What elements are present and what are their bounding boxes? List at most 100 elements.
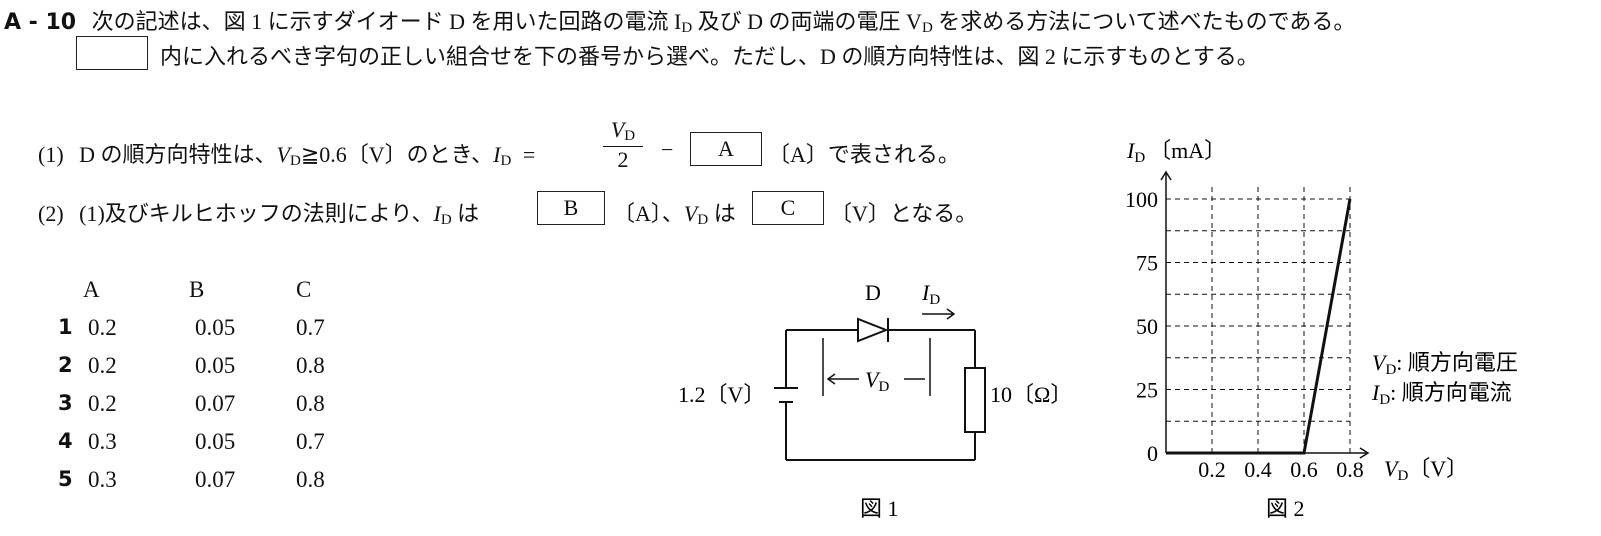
line1-mid: 及び D の両端の電圧 V	[692, 9, 922, 34]
choice-c: 0.7	[296, 429, 325, 454]
x-tick-label: 0.2	[1198, 457, 1226, 482]
current-label: ID	[921, 280, 940, 308]
line1-end: を求める方法について述べたものである。	[932, 9, 1356, 34]
frac-sub: D	[624, 128, 636, 144]
choice-b: 0.05	[195, 353, 236, 378]
figure-2-caption: 図 2	[1266, 496, 1305, 521]
choice-row[interactable]: 4 0.3 0.05 0.7	[0, 429, 420, 461]
box-c: C	[752, 191, 824, 225]
diode-icon	[857, 317, 889, 343]
item-1-tail: 〔A〕で表される。	[768, 142, 960, 167]
item-2-wa1: は	[457, 201, 480, 226]
item-2-wa2: は	[713, 201, 736, 226]
x-axis-label: VD〔V〕	[1384, 456, 1468, 484]
choice-b: 0.07	[195, 391, 236, 416]
item-2-v: V	[683, 201, 698, 226]
choice-row[interactable]: 3 0.2 0.07 0.8	[0, 391, 420, 423]
item-1-cond: ≧0.6〔V〕のとき、	[300, 142, 494, 167]
choice-number: 3	[58, 391, 73, 415]
y-axis-label: ID〔mA〕	[1126, 138, 1226, 166]
chart-axes	[1160, 170, 1370, 459]
answer-blank-box	[76, 36, 148, 70]
box-a: A	[690, 132, 762, 166]
fraction-line	[603, 146, 643, 147]
choice-b: 0.07	[195, 467, 236, 492]
choice-a: 0.2	[88, 391, 117, 416]
characteristic-line	[1166, 198, 1352, 455]
frac-v: V	[610, 117, 625, 142]
choice-number: 2	[58, 353, 73, 377]
resistor-label: 10〔Ω〕	[990, 382, 1060, 407]
y-axis-arrow-icon	[1160, 170, 1172, 181]
figure-1-caption: 図 1	[860, 496, 899, 521]
choices-table: A B C	[0, 272, 420, 512]
choice-a: 0.3	[88, 429, 117, 454]
choice-b: 0.05	[195, 429, 236, 454]
line1-sub2: D	[921, 20, 933, 36]
x-axis-arrow-icon	[1359, 447, 1370, 459]
x-tick-label: 0.6	[1290, 457, 1318, 482]
choice-a: 0.3	[88, 467, 117, 492]
fraction-denominator: 2	[617, 147, 629, 172]
item-1: (1) D の順方向特性は、VD≧0.6〔V〕のとき、ID =	[38, 137, 535, 170]
resistor-icon	[964, 367, 986, 433]
item-1-text: D の順方向特性は、	[79, 142, 277, 167]
item-1-minus: −	[661, 137, 674, 162]
question-line2: 内に入れるべき字句の正しい組合せを下の番号から選べ。ただし、D の順方向特性は、…	[160, 44, 1259, 69]
choice-c: 0.8	[296, 467, 325, 492]
item-2: (2) (1)及びキルヒホッフの法則により、ID は	[38, 196, 479, 229]
item-2-i-sub: D	[440, 212, 452, 228]
choice-number: 4	[58, 429, 73, 453]
choice-number: 1	[58, 315, 73, 339]
x-tick-labels: 0.2 0.4 0.6 0.8	[1198, 457, 1364, 482]
choice-b: 0.05	[195, 315, 236, 340]
item-2-v-sub: D	[697, 212, 709, 228]
figure-1-circuit: D ID VD 1.2〔V〕 10〔Ω〕 図 1	[678, 280, 1060, 521]
item-2-text: (1)及びキルヒホッフの法則により、	[79, 201, 434, 226]
y-tick-label: 25	[1136, 378, 1158, 403]
item-1-eq: =	[522, 142, 536, 167]
item-2-tail: 〔V〕となる。	[830, 201, 978, 226]
item-2-label: (2)	[38, 201, 64, 226]
voltage-marker-icon	[822, 338, 931, 396]
fraction: VD 2	[603, 117, 643, 173]
item-2-mid: 〔A〕、VD は	[613, 196, 736, 229]
chart-series	[1166, 198, 1352, 455]
question-header: A - 10 次の記述は、図 1 に示すダイオード D を用いた回路の電流 I D…	[4, 4, 1355, 37]
battery-icon	[774, 387, 798, 403]
current-arrow-icon	[922, 308, 956, 320]
col-header-a: A	[83, 277, 100, 302]
item-2-i: I	[433, 201, 441, 226]
choice-number: 5	[58, 467, 73, 491]
item-2-mid-text: 〔A〕、	[613, 201, 684, 226]
question-line1: 次の記述は、図 1 に示すダイオード D を用いた回路の電流 I D 及び D の…	[91, 9, 1356, 36]
x-tick-label: 0.4	[1244, 457, 1272, 482]
legend-voltage: VD: 順方向電圧	[1372, 350, 1518, 378]
voltage-label: VD	[865, 367, 889, 395]
item-1-i: I	[493, 142, 501, 167]
choice-a: 0.2	[88, 315, 117, 340]
y-tick-label: 0	[1147, 441, 1158, 466]
question-number: A - 10	[4, 10, 77, 35]
choice-row[interactable]: 2 0.2 0.05 0.8	[0, 353, 420, 385]
y-tick-label: 75	[1136, 251, 1158, 276]
box-b: B	[537, 191, 605, 225]
choice-a: 0.2	[88, 353, 117, 378]
line1-text: 次の記述は、図 1 に示すダイオード D を用いた回路の電流 I	[91, 9, 682, 34]
choice-row[interactable]: 5 0.3 0.07 0.8	[0, 467, 420, 499]
fraction-numerator: VD	[603, 117, 643, 145]
choice-c: 0.7	[296, 315, 325, 340]
diode-label: D	[865, 280, 881, 305]
y-tick-label: 50	[1136, 314, 1158, 339]
item-1-v-sub: D	[290, 153, 301, 169]
col-header-b: B	[189, 277, 205, 302]
choice-c: 0.8	[296, 353, 325, 378]
choice-row[interactable]: 1 0.2 0.05 0.7	[0, 315, 420, 347]
x-tick-label: 0.8	[1336, 457, 1364, 482]
legend-current: ID: 順方向電流	[1371, 380, 1512, 408]
item-1-i-sub: D	[500, 153, 512, 169]
choice-c: 0.8	[296, 391, 325, 416]
source-label: 1.2〔V〕	[678, 382, 765, 407]
item-1-v: V	[276, 142, 290, 167]
